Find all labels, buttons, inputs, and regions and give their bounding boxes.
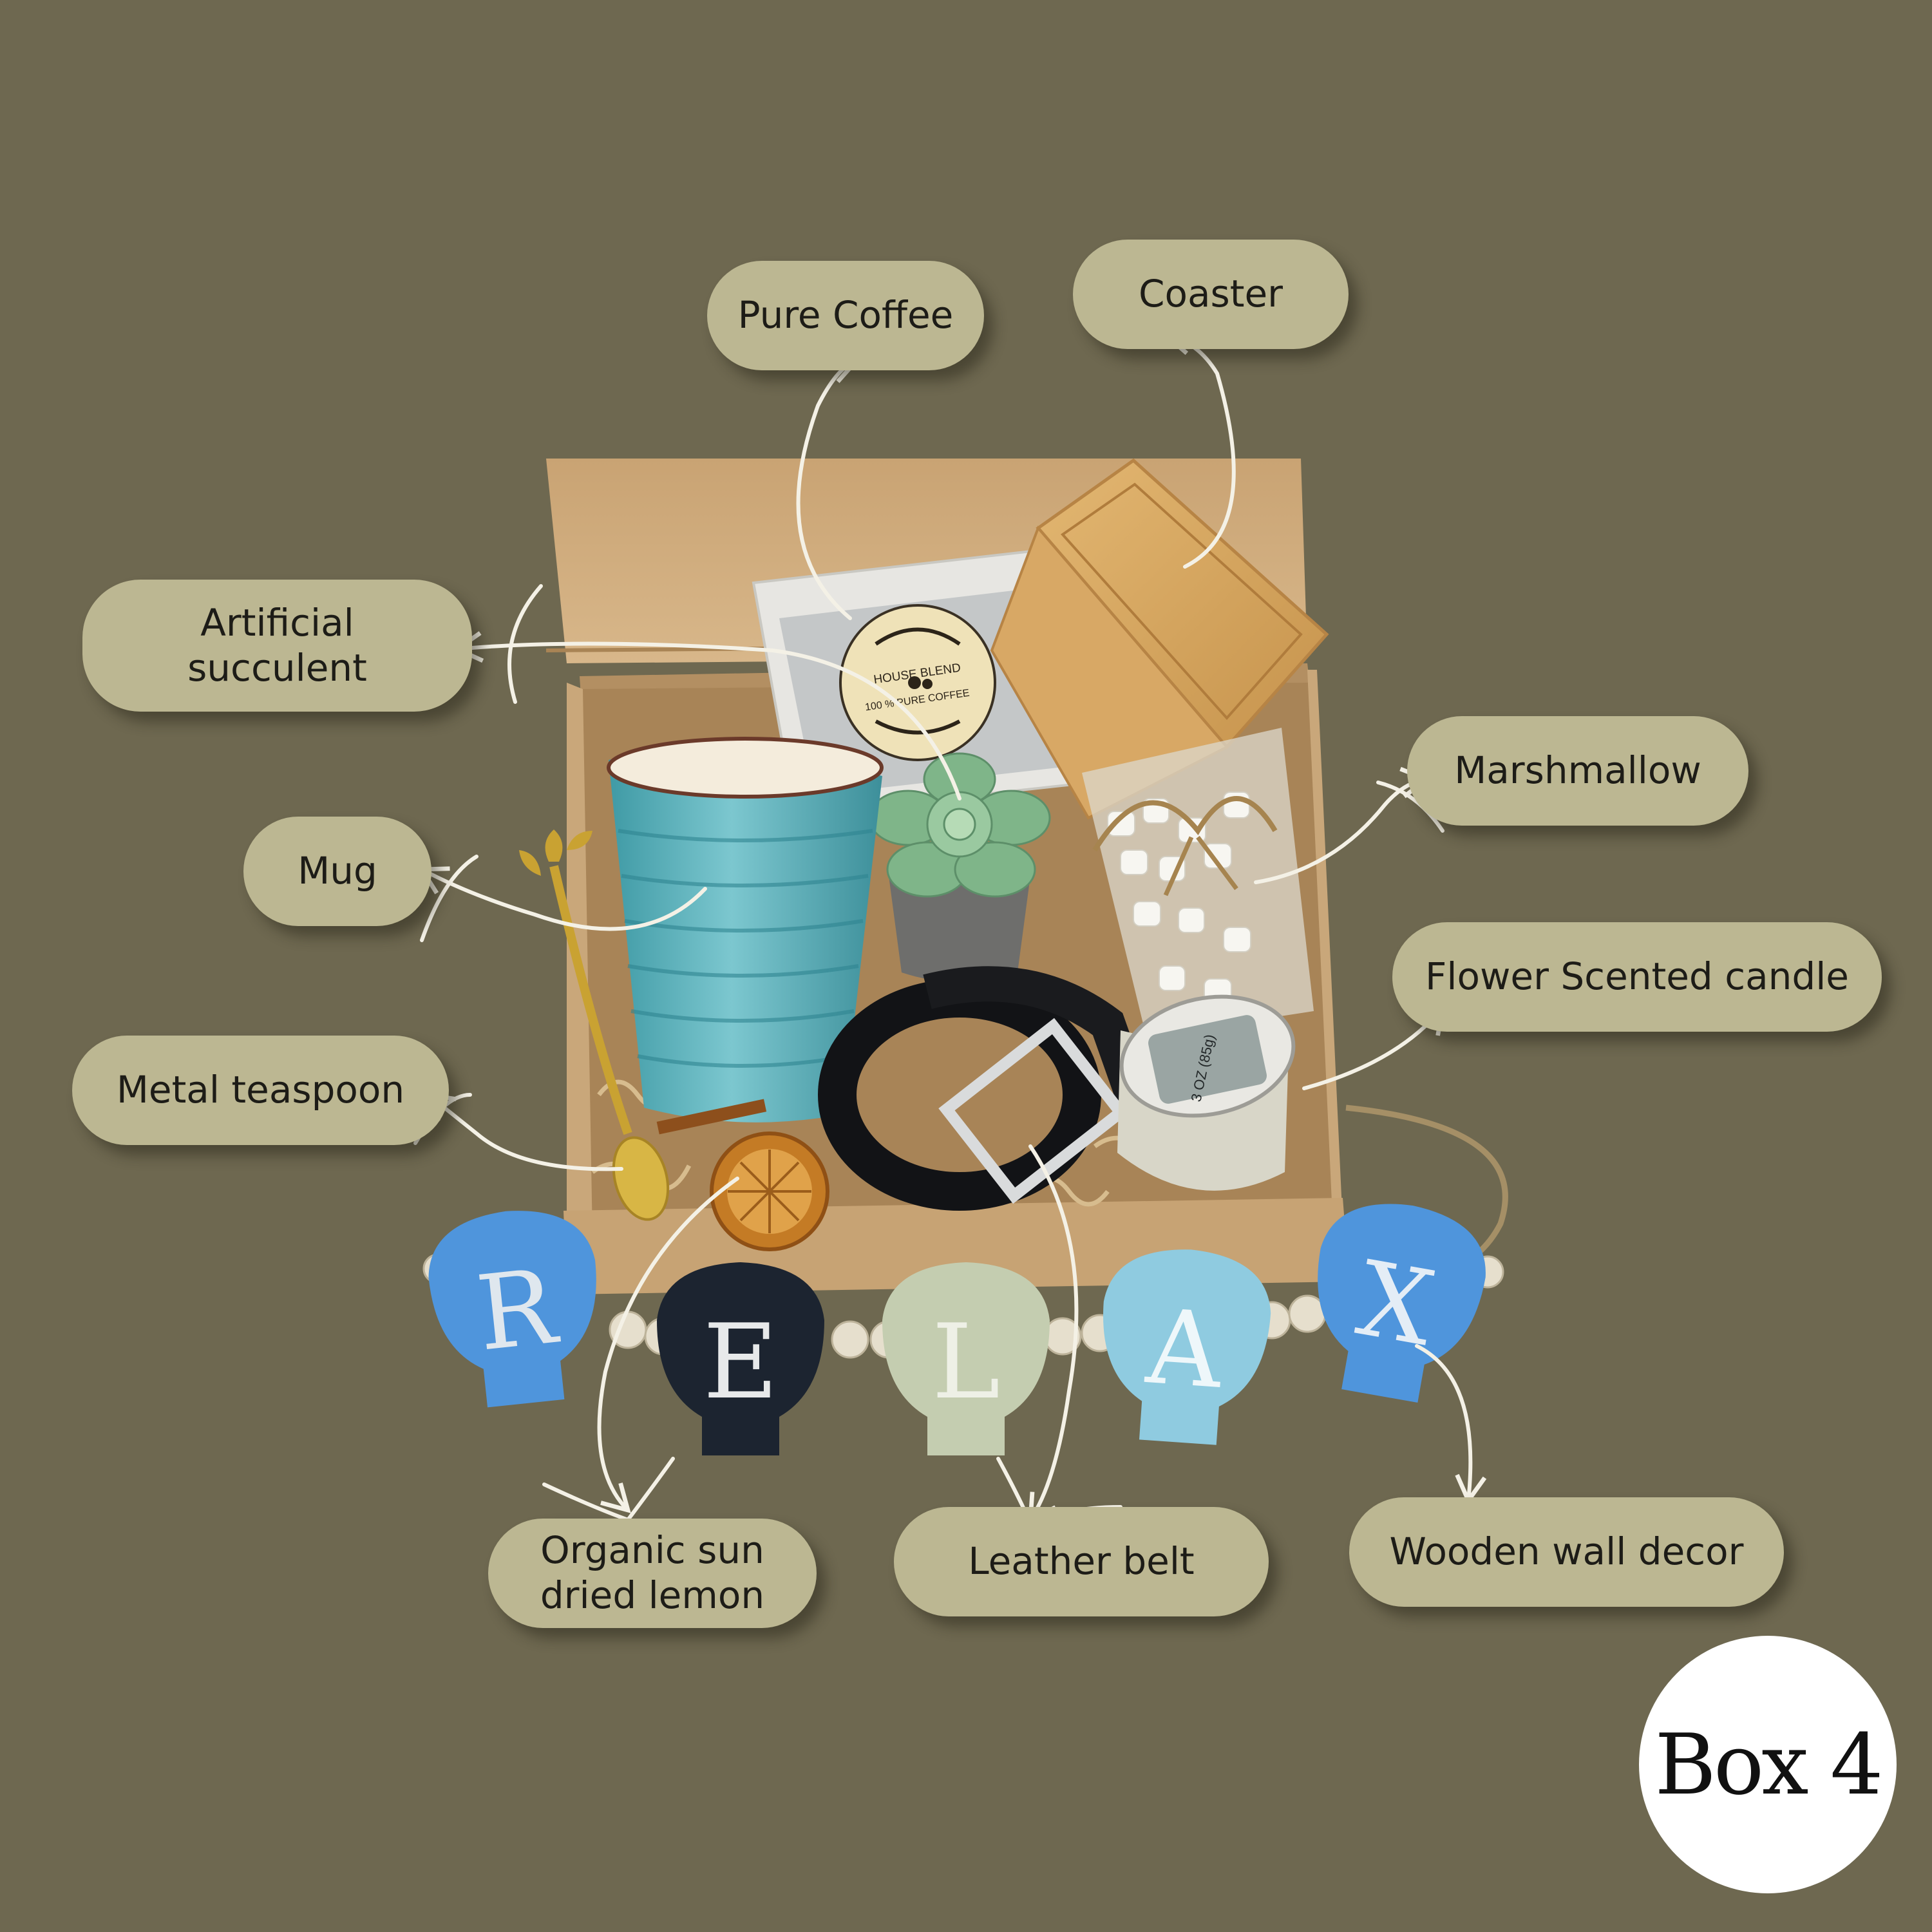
succulent-plant — [868, 752, 1051, 982]
scented-candle: 3 OZ (85g) — [1117, 994, 1296, 1191]
decor-letter-a: A — [1142, 1286, 1227, 1412]
decor-letter-l: L — [932, 1302, 1000, 1422]
decor-shell-a: A — [1103, 1249, 1271, 1445]
label-artificial-succulent: Artificial succulent — [82, 580, 472, 712]
blue-mug — [607, 737, 884, 1122]
bamboo-coaster — [990, 458, 1329, 820]
decor-shell-x: X — [1318, 1204, 1486, 1403]
label-coaster: Coaster — [1073, 240, 1349, 349]
arrow-decor — [1415, 1344, 1487, 1505]
label-metal-teaspoon: Metal teaspoon — [72, 1036, 449, 1145]
label-mug: Mug — [243, 817, 431, 926]
box-number-text: Box 4 — [1654, 1716, 1883, 1814]
arrow-succulent — [453, 631, 961, 800]
decor-shell-r: R — [428, 1211, 596, 1408]
arrow-marshmallow — [1254, 766, 1431, 884]
decor-shell-l: L — [882, 1262, 1050, 1455]
gold-teaspoon — [519, 829, 670, 1221]
arrow-pure-coffee — [796, 353, 861, 620]
label-organic-lemon: Organic sun dried lemon — [488, 1519, 817, 1628]
arrow-lemon — [597, 1177, 739, 1513]
label-marshmallow: Marshmallow — [1407, 716, 1748, 826]
callout-arrows — [413, 324, 1487, 1526]
label-pure-coffee: Pure Coffee — [707, 261, 984, 370]
belt-buckle — [938, 1018, 1129, 1204]
marshmallow-bag — [1082, 728, 1314, 1037]
decor-shell-e: E — [657, 1262, 824, 1455]
decor-letter-r: R — [471, 1246, 564, 1374]
arrow-mug — [417, 866, 707, 931]
label-leather-belt: Leather belt — [894, 1507, 1269, 1616]
arrow-belt — [1028, 1144, 1079, 1524]
box-right-wall — [1307, 670, 1343, 1230]
box-number-badge: Box 4 — [1639, 1636, 1897, 1893]
decor-letter-e: E — [703, 1302, 779, 1422]
label-wooden-wall-decor: Wooden wall decor — [1349, 1497, 1784, 1607]
dried-lemon — [656, 1099, 829, 1251]
label-flower-scented-candle: Flower Scented candle — [1392, 922, 1882, 1032]
leather-belt — [818, 966, 1163, 1211]
